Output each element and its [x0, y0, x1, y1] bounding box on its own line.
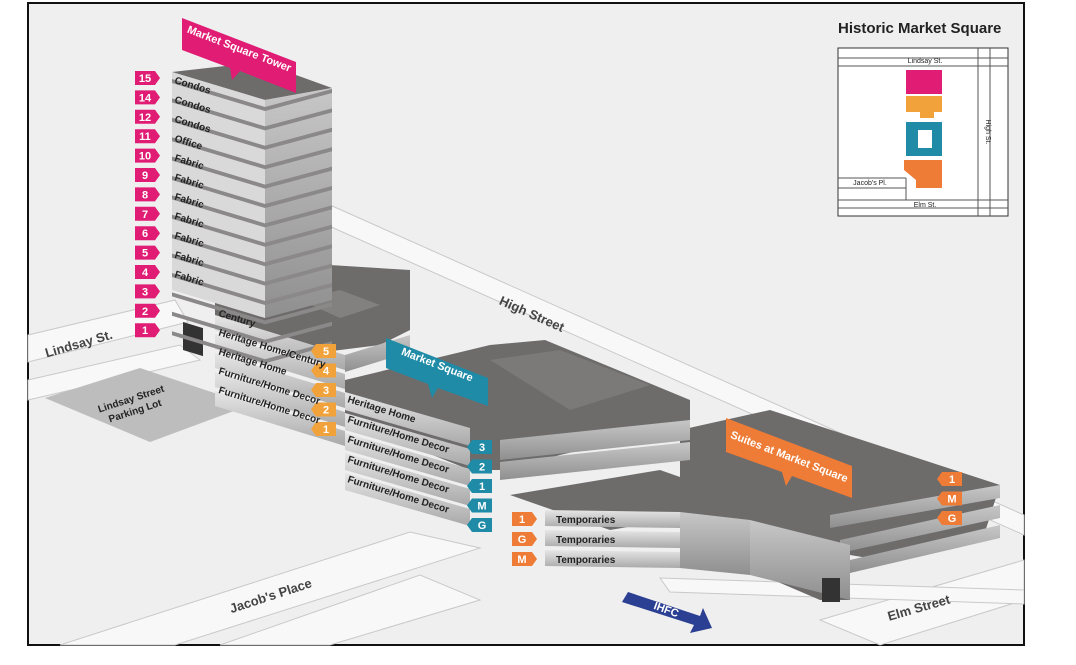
tower-floor-15-marker	[135, 71, 160, 85]
tower-floor-12-marker	[135, 109, 160, 124]
market-square-floor-2-marker	[467, 459, 492, 474]
tower-floor-10-marker	[135, 148, 160, 163]
tower-floor-divider	[172, 273, 332, 305]
temporaries-floor-G-label: Temporaries	[556, 535, 616, 546]
tower-floor-divider	[172, 214, 332, 247]
tower-floor-14-number: 14	[139, 92, 152, 104]
tower-floor-8-marker	[135, 187, 160, 202]
tower-floor-14-marker	[135, 90, 160, 105]
suites-floor-G-marker	[937, 511, 962, 525]
suites-floor-G-number: G	[948, 513, 957, 525]
tower-floor-12-number: 12	[139, 112, 151, 124]
tower-floor-11-number: 11	[139, 131, 151, 143]
tower-floor-9-marker	[135, 168, 160, 182]
market-square-floor-M-marker	[467, 498, 492, 513]
century-floor-2-marker	[311, 402, 336, 417]
tower-floor-2-marker	[135, 303, 160, 318]
tower-floor-divider	[172, 331, 332, 364]
tower-floor-divider	[172, 156, 332, 189]
parking-lot: Lindsay Street Parking Lot	[45, 368, 250, 442]
temporaries-floor-1-number: 1	[519, 514, 525, 526]
suites-floor-1-marker	[937, 472, 962, 486]
tower-floor-4-marker	[135, 265, 160, 279]
market-square-floor-1-number: 1	[479, 481, 485, 493]
tower-floor-2-number: 2	[142, 306, 148, 318]
inset-label-high: High St.	[984, 120, 991, 145]
century-floor-1-number: 1	[323, 424, 329, 436]
tower-floor-divider	[172, 253, 332, 286]
market-square-floor-3-marker	[467, 440, 492, 454]
inset-label-lindsay: Lindsay St.	[908, 58, 943, 65]
century-floor-2-number: 2	[323, 405, 329, 417]
temporaries-floor-G-number: G	[518, 534, 527, 546]
temporaries-floor-1-label: Temporaries	[556, 515, 616, 526]
century-floor-3-marker	[311, 383, 336, 397]
century-floor-4-number: 4	[323, 366, 330, 378]
temporaries-floor-M-number: M	[517, 554, 526, 566]
tower-floor-divider	[172, 234, 332, 267]
market-square-floor-G-marker	[467, 518, 492, 532]
market-square-floor-1-marker	[467, 479, 492, 493]
tower-floor-5-marker	[135, 245, 160, 260]
inset-label-jacobs: Jacob's Pl.	[853, 180, 887, 187]
inset-map: Historic Market Square Lindsay St. High …	[837, 20, 1009, 217]
market-square-floor-2-number: 2	[479, 462, 485, 474]
tower-floor-divider	[172, 195, 332, 228]
tower-floor-divider	[172, 98, 332, 131]
tower-floor-divider	[172, 79, 332, 111]
tower-floor-1-number: 1	[142, 325, 148, 337]
temporaries-floor-M-label: Temporaries	[556, 555, 616, 566]
tower-floor-7-number: 7	[142, 209, 148, 221]
tower-floor-10-number: 10	[139, 151, 151, 163]
tower-floor-divider	[172, 311, 332, 344]
tower-floor-8-number: 8	[142, 189, 148, 201]
century-floor-4-marker	[311, 363, 336, 378]
suites-floor-1-number: 1	[949, 474, 955, 486]
tower-floor-divider	[172, 137, 332, 170]
tower-floor-divider	[172, 117, 332, 150]
tower-floor-divider	[172, 292, 332, 325]
temporaries-floor-G-marker	[512, 532, 537, 546]
suites-floor-labels: 1MG	[937, 472, 962, 525]
tower-floor-1-marker	[135, 323, 160, 338]
market-square-floor-M-number: M	[477, 501, 486, 513]
century-floor-3-number: 3	[323, 385, 329, 397]
tower-floor-6-number: 6	[142, 228, 148, 240]
temporaries-floor-1-marker	[512, 512, 537, 526]
tower-floor-5-number: 5	[142, 248, 148, 260]
tower-floor-3-number: 3	[142, 286, 148, 298]
century-floor-5-marker	[311, 344, 336, 358]
century-floor-1-marker	[311, 422, 336, 436]
map-title: Historic Market Square	[838, 20, 1001, 37]
tower-floor-15-number: 15	[139, 73, 151, 85]
temporaries-building	[510, 470, 760, 575]
tower-floor-7-marker	[135, 206, 160, 221]
tower-floor-3-marker	[135, 284, 160, 299]
tower-floor-11-marker	[135, 129, 160, 144]
tower-floor-6-marker	[135, 226, 160, 241]
tower-floor-divider	[172, 176, 332, 208]
tower-floor-4-number: 4	[142, 267, 149, 279]
market-square-floor-G-number: G	[478, 520, 487, 532]
inset-label-elm: Elm St.	[914, 202, 937, 209]
suites-floor-M-marker	[937, 491, 962, 506]
temporaries-floor-M-marker	[512, 552, 537, 566]
century-floor-5-number: 5	[323, 346, 329, 358]
suites-floor-M-number: M	[947, 494, 956, 506]
market-square-floor-3-number: 3	[479, 442, 485, 454]
tower-floor-9-number: 9	[142, 170, 148, 182]
